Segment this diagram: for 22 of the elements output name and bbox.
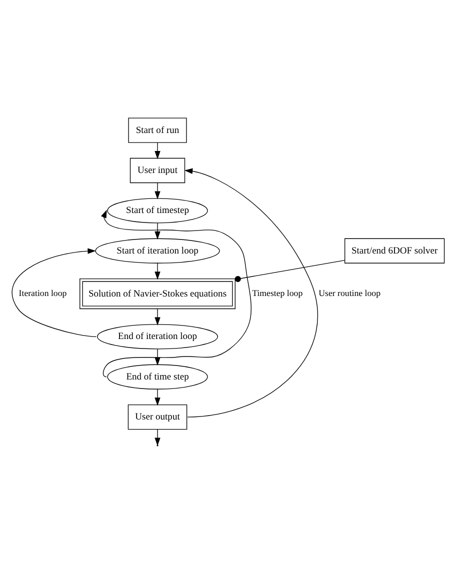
node-ellipse: End of time step [106,364,208,389]
arrow [100,209,251,377]
node-box: Start of run [128,117,186,142]
arrow [154,142,160,159]
arrow [184,168,318,417]
arrow [154,262,160,280]
node-box: Solution of Navier-Stokes equations [79,278,235,309]
edge-label: Timestep loop [252,288,302,298]
connector [234,259,344,282]
node-ellipse: Start of timestep [106,198,208,223]
arrow [154,182,160,199]
arrow [154,222,160,240]
node-box: Start/end 6DOF solver [344,238,444,263]
node-ellipse: End of iteration loop [96,324,218,349]
arrow [154,308,160,325]
arrow [11,248,96,337]
node-box: User input [129,157,185,183]
arrow [154,388,160,406]
edge-label: User routine loop [318,288,380,298]
edge-label: Iteration loop [18,288,66,298]
node-ellipse: Start of iteration loop [94,238,220,263]
node-box: User output [127,404,187,430]
